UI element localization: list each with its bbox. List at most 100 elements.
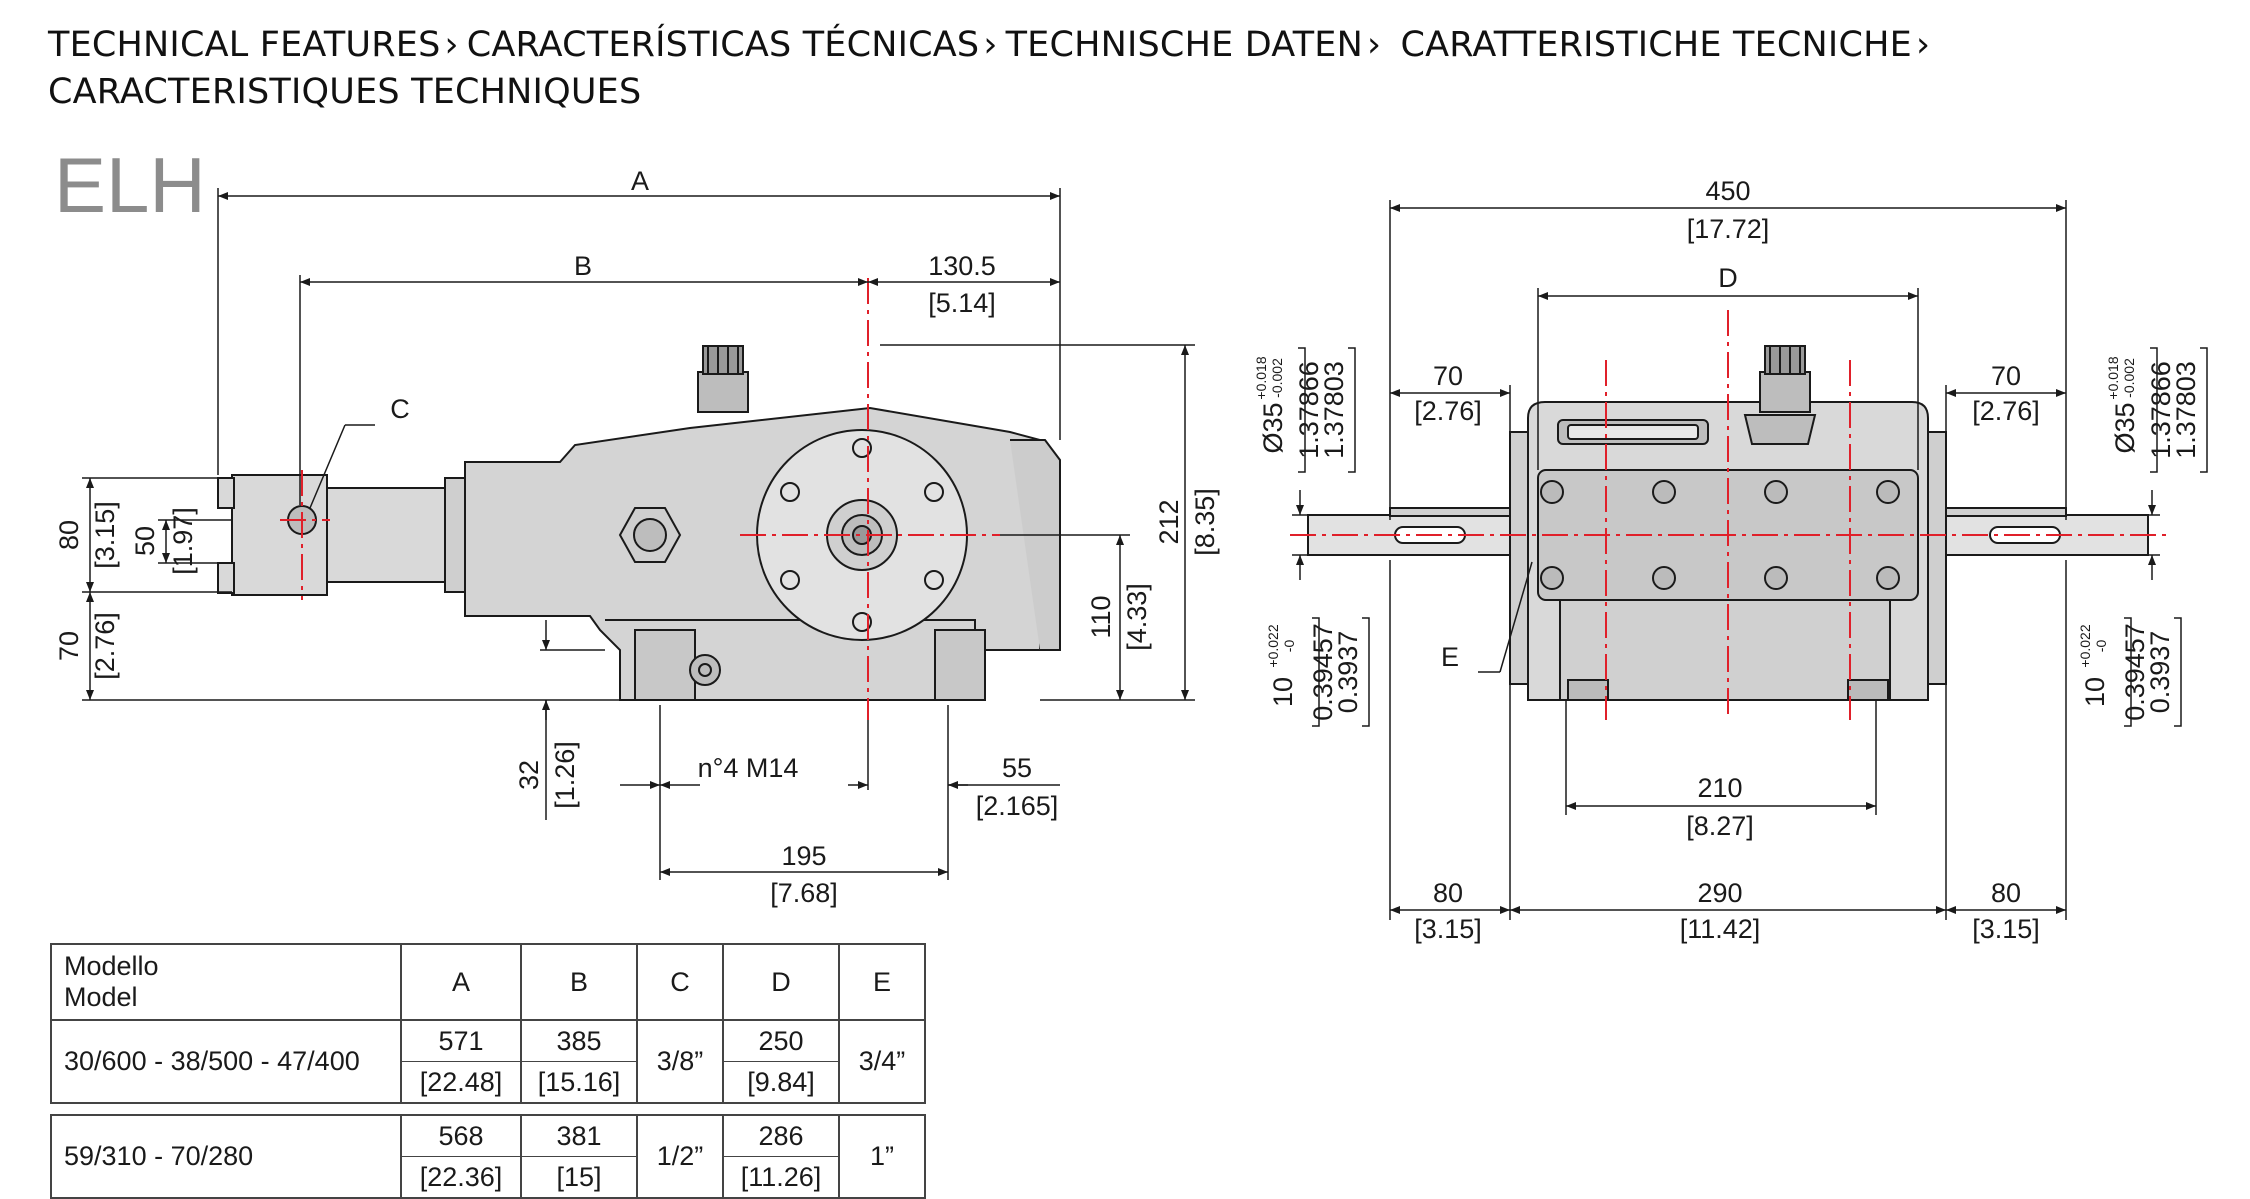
dim-70-left-inch: [2.76]: [1414, 396, 1482, 426]
shaft-tol-minus-right: -0.002: [2121, 358, 2137, 398]
title-separator: ›: [983, 25, 998, 65]
table-row: 30/600 - 38/500 - 47/400 571[22.48] 385[…: [50, 1019, 926, 1104]
header-model-en: Model: [64, 982, 138, 1012]
title-fr: CARACTERISTIQUES TECHNIQUES: [48, 72, 642, 112]
model-name: ELH: [54, 141, 206, 229]
shaft-inch-2-left: 1.37803: [1319, 361, 1349, 459]
a-mm: 571: [402, 1021, 520, 1062]
dim-210: 210: [1697, 773, 1742, 803]
dim-70: 70: [54, 631, 84, 661]
header-d: D: [722, 943, 840, 1021]
header-model: Modello Model: [50, 943, 402, 1021]
dim-210-inch: [8.27]: [1686, 811, 1754, 841]
spacer-cell: [51, 1102, 925, 1116]
a-inch: [22.36]: [419, 1162, 503, 1192]
row-a: 571 [22.48]: [400, 1019, 522, 1104]
dim-e-label: E: [1441, 642, 1459, 672]
row-c: 3/8”: [636, 1019, 724, 1104]
dim-450-inch: [17.72]: [1687, 214, 1770, 244]
dim-212: 212: [1154, 499, 1184, 544]
dim-32-inch: [1.26]: [550, 741, 580, 809]
b-inch: [15]: [556, 1162, 602, 1192]
front-view: 450 [17.72] D 70 [2.76] 70 [2.76] E Ø35 …: [1253, 176, 2208, 944]
holes-label: n°4 M14: [698, 753, 799, 783]
a-inch: [22.48]: [419, 1067, 503, 1097]
row-b: 385 [15.16]: [520, 1019, 638, 1104]
shaft-tol-minus-left: -0.002: [1269, 358, 1285, 398]
dim-80-inch: [3.15]: [90, 501, 120, 569]
dim-50: 50: [130, 526, 160, 556]
dim-c-label: C: [390, 394, 410, 424]
dim-80-right-inch: [3.15]: [1972, 914, 2040, 944]
header-b: B: [520, 943, 638, 1021]
dim-130-5: 130.5: [928, 251, 996, 281]
dim-70-right: 70: [1991, 361, 2021, 391]
dim-450: 450: [1705, 176, 1750, 206]
d-inch: [9.84]: [747, 1067, 815, 1097]
key-tol-minus-right: -0: [2093, 640, 2109, 653]
header-line-1: TECHNICAL FEATURES›CARACTERÍSTICAS TÉCNI…: [48, 22, 1938, 69]
dim-32: 32: [514, 760, 544, 790]
dim-195: 195: [781, 841, 826, 871]
dim-a-label: A: [631, 166, 649, 196]
dim-b-label: B: [574, 251, 592, 281]
title-it: CARATTERISTICHE TECNICHE: [1400, 25, 1912, 65]
title-separator: ›: [444, 25, 459, 65]
dim-80-left: 80: [1433, 878, 1463, 908]
dim-130-5-inch: [5.14]: [928, 288, 996, 318]
dim-290: 290: [1697, 878, 1742, 908]
title-separator: ›: [1915, 25, 1931, 65]
key-inch-2-left: 0.3937: [1333, 631, 1363, 714]
d-mm: 286: [724, 1116, 838, 1157]
key-width-left: 10: [1268, 677, 1298, 707]
row-e: 3/4”: [838, 1019, 926, 1104]
page-header: TECHNICAL FEATURES›CARACTERÍSTICAS TÉCNI…: [48, 22, 1938, 116]
d-mm: 250: [724, 1021, 838, 1062]
dim-50-inch: [1.97]: [168, 507, 198, 575]
key-inch-1-right: 0.39457: [2120, 623, 2150, 721]
header-line-2: CARACTERISTIQUES TECHNIQUES: [48, 69, 1938, 116]
side-view: A B 130.5 [5.14] C 80 [3.15] 50 [1.97] 7…: [54, 166, 1220, 908]
row-b: 381 [15]: [520, 1114, 638, 1199]
dimensions-table: Modello Model A B C D E 30/600 - 38/500 …: [50, 943, 926, 1199]
row-d: 250 [9.84]: [722, 1019, 840, 1104]
header-a: A: [400, 943, 522, 1021]
side-centerlines: [280, 278, 1000, 720]
shaft-inch-1-right: 1.37866: [2146, 361, 2176, 459]
key-tol-minus-left: -0: [1281, 640, 1297, 653]
key-width-right: 10: [2080, 677, 2110, 707]
dim-110: 110: [1086, 595, 1116, 638]
b-mm: 385: [522, 1021, 636, 1062]
dim-70-right-inch: [2.76]: [1972, 396, 2040, 426]
dim-212-inch: [8.35]: [1190, 488, 1220, 556]
dim-290-inch: [11.42]: [1680, 914, 1761, 944]
title-es: CARACTERÍSTICAS TÉCNICAS: [466, 25, 980, 65]
shaft-diameter-right: Ø35: [2110, 402, 2140, 453]
dim-70-left: 70: [1433, 361, 1463, 391]
b-mm: 381: [522, 1116, 636, 1157]
row-c: 1/2”: [636, 1114, 724, 1199]
d-inch: [11.26]: [740, 1162, 822, 1192]
row-model: 59/310 - 70/280: [50, 1114, 402, 1199]
b-inch: [15.16]: [537, 1067, 621, 1097]
dim-70-inch: [2.76]: [90, 612, 120, 680]
dim-195-inch: [7.68]: [770, 878, 838, 908]
a-mm: 568: [402, 1116, 520, 1157]
key-inch-1-left: 0.39457: [1308, 623, 1338, 721]
key-tol-plus-left: +0.022: [1265, 624, 1281, 667]
dim-80-right: 80: [1991, 878, 2021, 908]
table-spacer: [51, 1102, 925, 1116]
shaft-tol-plus-left: +0.018: [1253, 356, 1269, 399]
front-dimensions: [1292, 200, 2160, 920]
shaft-tol-plus-right: +0.018: [2105, 356, 2121, 399]
dim-55-inch: [2.165]: [976, 791, 1059, 821]
shaft-diameter-left: Ø35: [1258, 402, 1288, 453]
key-inch-2-right: 0.3937: [2145, 631, 2175, 714]
header-c: C: [636, 943, 724, 1021]
row-e: 1”: [838, 1114, 926, 1199]
dim-110-inch: [4.33]: [1122, 583, 1152, 651]
front-centerlines: [1290, 310, 2170, 720]
table-header-row: Modello Model A B C D E: [50, 943, 926, 1021]
dim-55: 55: [1002, 753, 1032, 783]
